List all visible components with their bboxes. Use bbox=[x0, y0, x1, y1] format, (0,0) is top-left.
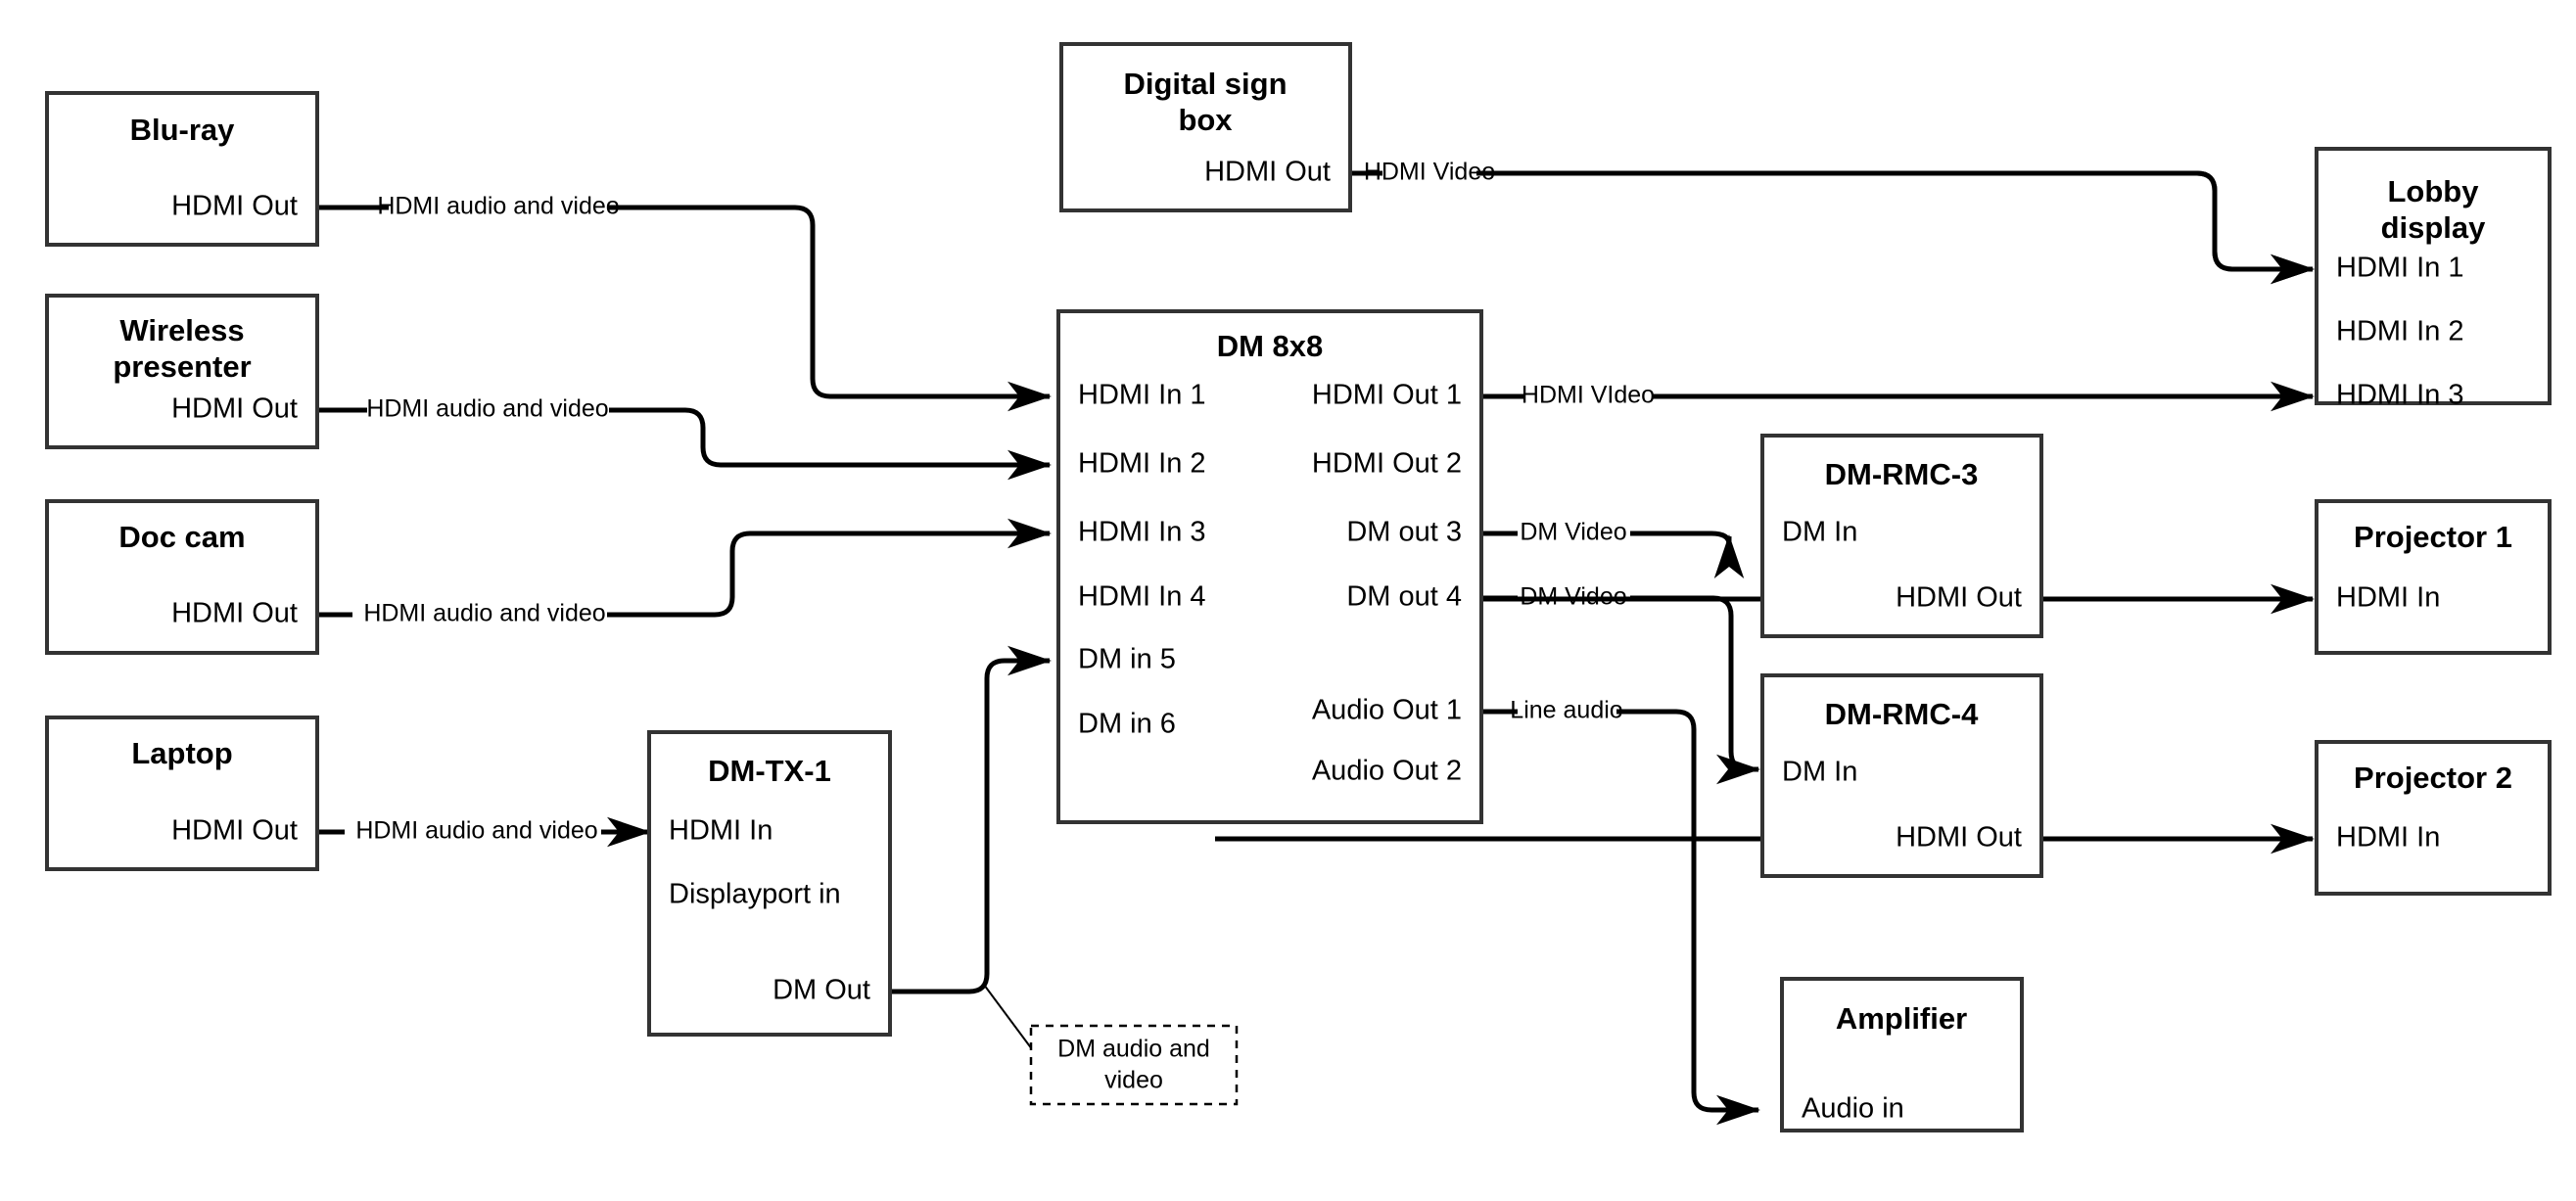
port-dm8x8-hdmi-in-4: HDMI In 4 bbox=[1078, 581, 1206, 613]
port-dm8x8-hdmi-in-2: HDMI In 2 bbox=[1078, 448, 1206, 480]
node-dm-rmc-3[interactable]: DM-RMC-3 DM In HDMI Out bbox=[1760, 434, 2043, 638]
port-rmc4-dm-in: DM In bbox=[1782, 757, 1857, 788]
edge-label-hdmi-video-sign: HDMI Video bbox=[1217, 159, 1348, 186]
port-dmtx1-dm-out: DM Out bbox=[773, 975, 870, 1006]
port-rmc3-hdmi-out: HDMI Out bbox=[1896, 582, 2022, 614]
node-doc-cam-title: Doc cam bbox=[118, 520, 245, 554]
edge-label-doccam: HDMI audio and video bbox=[363, 600, 605, 627]
edge-label-dm-video-rmc3: DM Video bbox=[1520, 519, 1626, 546]
link-dm8x8-dmout4-to-rmc4: DM Video bbox=[1481, 583, 1758, 769]
link-dm8x8-audioout1-to-amplifier: Line audio bbox=[1481, 697, 1758, 1110]
edge-label-line-audio: Line audio bbox=[1510, 697, 1622, 724]
node-digital-sign-rect[interactable] bbox=[1059, 42, 1207, 124]
port-dm8x8-dm-in-6: DM in 6 bbox=[1078, 709, 1176, 740]
callout-dm-note-line2: video bbox=[1104, 1067, 1163, 1094]
node-dm-rmc-3-box[interactable] bbox=[1760, 434, 2043, 638]
node-amplifier[interactable]: Amplifier Audio in bbox=[1780, 977, 2024, 1132]
node-dm-8x8-box[interactable] bbox=[1056, 309, 1483, 824]
node-dm-tx-1-box[interactable] bbox=[647, 730, 892, 1037]
node-projector-1-box[interactable] bbox=[2315, 499, 2552, 655]
port-dmtx1-hdmi-in: HDMI In bbox=[669, 815, 773, 847]
callout-dm-note-box bbox=[1029, 1024, 1239, 1106]
node-lobby-display-title-line2: display bbox=[2381, 210, 2487, 245]
node-dm-rmc-4-box[interactable] bbox=[1760, 673, 2043, 878]
node-dm-8x8-title: DM 8x8 bbox=[1217, 329, 1324, 363]
edge-label-hdmi-video-lobby3: HDMI VIdeo bbox=[1522, 382, 1655, 409]
node-doc-cam-box[interactable] bbox=[45, 499, 319, 655]
edge-label-bluray: HDMI audio and video bbox=[377, 193, 619, 220]
node-dm-8x8[interactable]: DM 8x8 HDMI In 1 HDMI In 2 HDMI In 3 HDM… bbox=[1056, 309, 1483, 824]
link-bluray-to-dm8x8-in1: HDMI audio and video bbox=[317, 193, 1050, 396]
link-dm8x8-dmout3-to-rmc3: DM Video bbox=[1481, 519, 1729, 546]
node-dm-rmc-4-title: DM-RMC-4 bbox=[1825, 697, 1979, 731]
port-amplifier-audio-in: Audio in bbox=[1802, 1093, 1904, 1125]
link-digitalsign-to-lobby-in1: HDMI Video bbox=[1205, 159, 2313, 269]
link-doccam-to-dm8x8-in3: HDMI audio and video bbox=[317, 533, 1050, 627]
node-dm-tx-1-title: DM-TX-1 bbox=[708, 754, 831, 788]
link-dm8x8-hdmiout1-to-lobby-in3: HDMI VIdeo bbox=[1481, 382, 2313, 409]
port-projector2-hdmi-in: HDMI In bbox=[2336, 822, 2440, 854]
node-lobby-display[interactable]: Lobby display HDMI In 1 HDMI In 2 HDMI I… bbox=[2315, 147, 2552, 411]
port-lobby-hdmi-in-1: HDMI In 1 bbox=[2336, 253, 2464, 284]
port-lobby-hdmi-in-3: HDMI In 3 bbox=[2336, 380, 2464, 411]
port-dm8x8-dm-in-5: DM in 5 bbox=[1078, 644, 1176, 675]
node-projector-2[interactable]: Projector 2 HDMI In bbox=[2315, 740, 2552, 896]
port-dm8x8-hdmi-out-2: HDMI Out 2 bbox=[1312, 448, 1462, 480]
callout-dm-note-line1: DM audio and bbox=[1057, 1036, 1210, 1063]
node-projector-1-title: Projector 1 bbox=[2354, 520, 2512, 554]
edge-label-wireless: HDMI audio and video bbox=[366, 395, 608, 423]
port-dm8x8-hdmi-in-3: HDMI In 3 bbox=[1078, 517, 1206, 548]
node-projector-2-box[interactable] bbox=[2315, 740, 2552, 896]
node-bluray-title: Blu-ray bbox=[130, 113, 236, 147]
node-laptop[interactable]: Laptop HDMI Out bbox=[45, 716, 319, 871]
edge-label-laptop: HDMI audio and video bbox=[355, 817, 597, 845]
port-dm8x8-hdmi-in-1: HDMI In 1 bbox=[1078, 380, 1206, 411]
port-dmtx1-displayport-in: Displayport in bbox=[669, 879, 841, 910]
node-laptop-box[interactable] bbox=[45, 716, 319, 871]
node-wireless-presenter-title-line2: presenter bbox=[113, 349, 251, 384]
callout-leader-line bbox=[983, 984, 1039, 1058]
node-laptop-title: Laptop bbox=[131, 736, 232, 770]
port-bluray-hdmi-out: HDMI Out bbox=[171, 191, 298, 222]
node-doc-cam[interactable]: Doc cam HDMI Out bbox=[45, 499, 319, 655]
link-laptop-to-dmtx1: HDMI audio and video bbox=[317, 817, 649, 845]
port-dm8x8-audio-out-2: Audio Out 2 bbox=[1312, 756, 1462, 787]
port-projector1-hdmi-in: HDMI In bbox=[2336, 582, 2440, 614]
port-rmc3-dm-in: DM In bbox=[1782, 517, 1857, 548]
node-dm-tx-1[interactable]: DM-TX-1 HDMI In Displayport in DM Out bbox=[647, 730, 892, 1037]
node-dm-rmc-3-title: DM-RMC-3 bbox=[1825, 457, 1979, 491]
link-wireless-to-dm8x8-in2: HDMI audio and video bbox=[317, 395, 1050, 465]
node-wireless-presenter-title-line1: Wireless bbox=[119, 313, 244, 347]
node-projector-2-title: Projector 2 bbox=[2354, 761, 2512, 795]
node-projector-1[interactable]: Projector 1 HDMI In bbox=[2315, 499, 2552, 655]
node-amplifier-title: Amplifier bbox=[1836, 1001, 1967, 1036]
node-bluray-box[interactable] bbox=[45, 91, 319, 247]
link-dmtx1-to-dm8x8-dmin5 bbox=[890, 645, 1052, 994]
node-dm-rmc-4[interactable]: DM-RMC-4 DM In HDMI Out bbox=[1760, 673, 2043, 878]
node-lobby-display-title-line1: Lobby bbox=[2388, 174, 2480, 208]
port-dm8x8-audio-out-1: Audio Out 1 bbox=[1312, 695, 1462, 726]
port-lobby-hdmi-in-2: HDMI In 2 bbox=[2336, 316, 2464, 347]
node-amplifier-box[interactable] bbox=[1780, 977, 2024, 1132]
port-dm8x8-dm-out-4: DM out 4 bbox=[1346, 581, 1462, 613]
node-digital-sign-box-group[interactable] bbox=[1059, 42, 1207, 124]
node-bluray[interactable]: Blu-ray HDMI Out bbox=[45, 91, 319, 247]
port-doccam-hdmi-out: HDMI Out bbox=[171, 598, 298, 629]
callout-dm-audio-and-video: DM audio and video bbox=[1029, 1024, 1239, 1106]
port-rmc4-hdmi-out: HDMI Out bbox=[1896, 822, 2022, 854]
port-wireless-hdmi-out: HDMI Out bbox=[171, 393, 298, 425]
port-laptop-hdmi-out: HDMI Out bbox=[171, 815, 298, 847]
node-wireless-presenter-box[interactable] bbox=[45, 294, 319, 449]
port-dm8x8-dm-out-3: DM out 3 bbox=[1346, 517, 1462, 548]
port-dm8x8-hdmi-out-1: HDMI Out 1 bbox=[1312, 380, 1462, 411]
node-wireless-presenter[interactable]: Wireless presenter HDMI Out bbox=[45, 294, 319, 449]
